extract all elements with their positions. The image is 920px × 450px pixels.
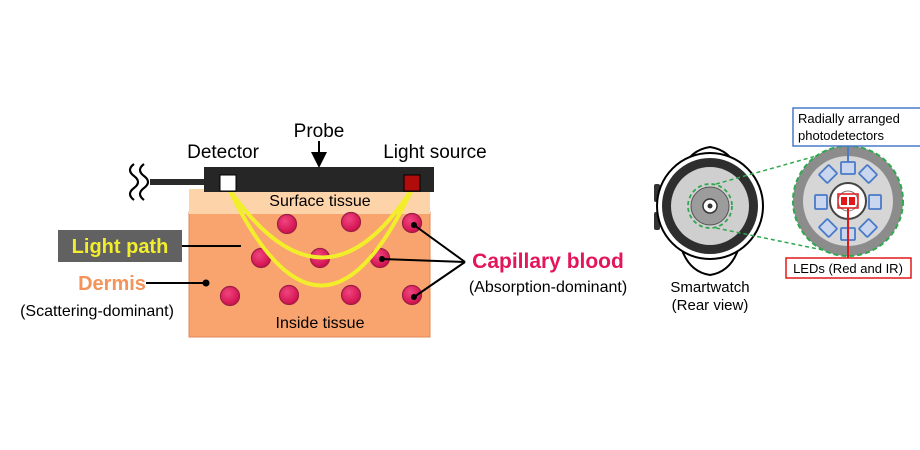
- photodetector-label-line1: Radially arranged: [798, 111, 900, 126]
- photodetector-label-line2: photodetectors: [798, 128, 885, 143]
- light-path-deep: [227, 188, 414, 288]
- capillary: [340, 211, 362, 233]
- light-path-label: Light path: [72, 236, 169, 258]
- smartwatch-label-line1: Smartwatch: [670, 279, 749, 296]
- probe-body: [204, 167, 434, 192]
- led-ir: [849, 197, 855, 205]
- dermis-pointer-dot: [202, 279, 210, 287]
- light-source-element: [403, 174, 421, 192]
- zoom-source-circle: [687, 183, 733, 229]
- dermis-note: (Scattering-dominant): [20, 303, 174, 320]
- light-source-label: Light source: [383, 142, 487, 163]
- zoom-connector: [715, 145, 853, 185]
- photodetector-callout-box: [792, 107, 920, 147]
- detector-element: [219, 174, 237, 192]
- capillary: [340, 284, 362, 306]
- capillary-blood-label: Capillary blood: [472, 250, 624, 273]
- detector-label: Detector: [187, 142, 259, 163]
- dermis-label: Dermis: [78, 273, 146, 295]
- watch-sensor-dot: [707, 203, 713, 209]
- tissue-cross-section: [188, 187, 431, 338]
- capillary-pointers: [381, 224, 466, 298]
- capillary-pointer-dot: [411, 222, 417, 228]
- led-label: LEDs (Red and IR): [793, 261, 903, 276]
- cable-break-symbol: [128, 163, 150, 201]
- led-red: [841, 197, 847, 205]
- probe-label: Probe: [294, 121, 345, 142]
- capillary: [219, 285, 241, 307]
- capillary: [278, 284, 300, 306]
- led-callout-box: [785, 257, 912, 279]
- photodetector-ring: [814, 161, 882, 241]
- inside-tissue-label: Inside tissue: [276, 315, 365, 332]
- capillary-pointer-dot: [411, 294, 417, 300]
- light-path-label-box: [58, 230, 182, 262]
- surface-tissue-label: Surface tissue: [269, 193, 370, 210]
- capillary: [276, 213, 298, 235]
- smartwatch-rear-view: [654, 145, 764, 277]
- capillary-note: (Absorption-dominant): [469, 279, 627, 296]
- smartwatch-label-line2: (Rear view): [672, 297, 749, 314]
- light-path-shallow: [227, 187, 414, 260]
- capillary-pointer-dot: [379, 256, 385, 262]
